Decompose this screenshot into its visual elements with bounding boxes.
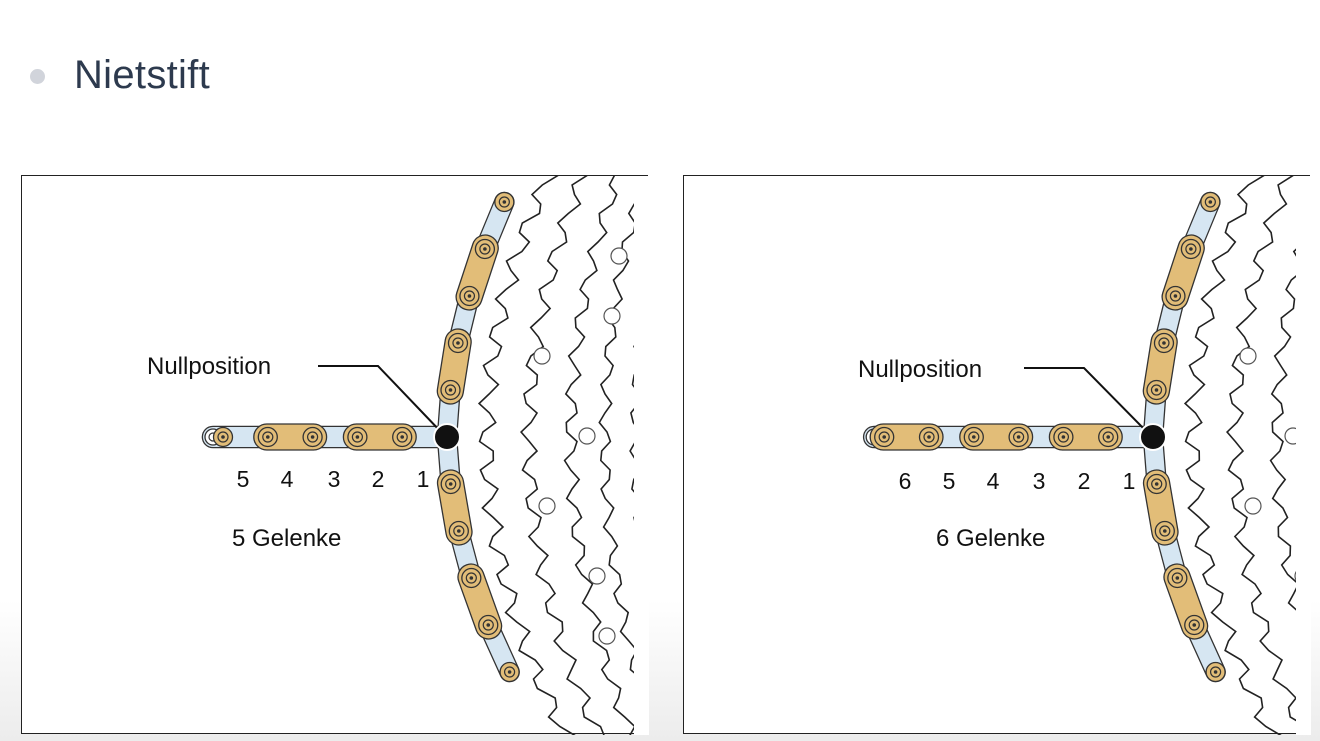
sprocket-hole (578, 427, 596, 445)
link-number: 2 (371, 466, 385, 492)
link-count-caption: 6 Gelenke (936, 525, 1046, 552)
sprocket-hole (533, 347, 551, 365)
zero-position-pin (433, 423, 461, 451)
sprocket-hole (603, 307, 621, 325)
slide-title: Nietstift (74, 52, 211, 97)
link-number: 3 (1032, 468, 1046, 494)
cassette-drawing (1183, 176, 1311, 735)
link-number: 4 (280, 466, 294, 492)
illustration-panel-5-links: Nullposition 5 4 3 2 1 5 Gelenke (21, 175, 649, 735)
link-count-caption: 5 Gelenke (232, 525, 342, 552)
sprocket-hole (538, 497, 556, 515)
sprocket-hole (598, 627, 616, 645)
zero-position-pin (1139, 423, 1167, 451)
link-number: 2 (1077, 468, 1091, 494)
sprocket-hole (610, 247, 628, 265)
link-number: 6 (898, 468, 912, 494)
chain-straight-segment (862, 423, 1165, 451)
sprocket-hole (1239, 347, 1257, 365)
link-number: 1 (1122, 468, 1136, 494)
link-number: 3 (327, 466, 341, 492)
chain-cassette-illustration (201, 176, 649, 735)
bullet-dot-icon (30, 68, 45, 84)
link-number: 5 (236, 466, 250, 492)
chain-on-sprocket (436, 191, 520, 683)
sprocket-hole (1244, 497, 1262, 515)
link-number: 5 (942, 468, 956, 494)
cassette-drawing (477, 176, 649, 735)
chain-straight-segment (201, 423, 459, 451)
chain-on-sprocket (1142, 191, 1226, 683)
chain-cassette-illustration (862, 176, 1311, 735)
leader-line (318, 365, 444, 435)
zero-position-label: Nullposition (858, 356, 983, 383)
link-number: 1 (416, 466, 430, 492)
leader-line (1024, 367, 1150, 435)
slide-heading: Nietstift (30, 50, 210, 100)
sprocket-hole (588, 567, 606, 585)
link-number: 4 (986, 468, 1000, 494)
zero-position-label: Nullposition (147, 353, 272, 380)
illustration-panel-6-links: Nullposition 6 5 4 3 2 1 6 Gelenke (683, 175, 1311, 735)
